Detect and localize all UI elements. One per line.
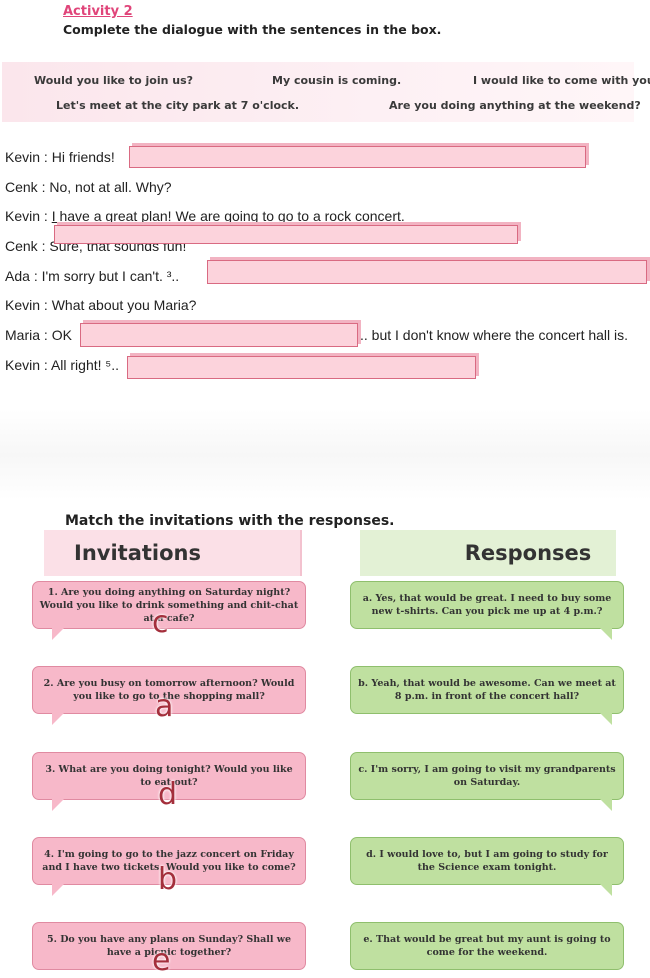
box-sentence: Would you like to join us? xyxy=(34,74,194,87)
answer-blank-5[interactable] xyxy=(127,356,476,379)
dialogue-text: I'm sorry but I can't. ³.. xyxy=(41,268,180,284)
answer-blank-4[interactable] xyxy=(80,323,358,347)
dialogue-line: Maria : OK xyxy=(5,327,72,343)
bubble-tail xyxy=(52,713,64,725)
response-bubble: e. That would be great but my aunt is go… xyxy=(350,922,624,970)
bubble-tail xyxy=(600,713,612,725)
invitation-bubble: 5. Do you have any plans on Sunday? Shal… xyxy=(32,922,306,970)
dialogue-line: Cenk : No, not at all. Why? xyxy=(5,179,172,195)
box-sentence: Are you doing anything at the weekend? xyxy=(389,99,641,112)
dialogue-line: Ada : I'm sorry but I can't. ³.. xyxy=(5,268,179,284)
answer-letter: e xyxy=(152,943,171,978)
invitation-bubble: 2. Are you busy on tomorrow afternoon? W… xyxy=(32,666,306,714)
invitations-header: Invitations xyxy=(44,530,302,576)
answer-letter: c xyxy=(152,605,169,640)
invitation-bubble: 3. What are you doing tonight? Would you… xyxy=(32,752,306,800)
dialogue-line: Kevin : Hi friends! xyxy=(5,149,115,165)
matching-instruction: Match the invitations with the responses… xyxy=(65,513,395,529)
activity-instruction: Complete the dialogue with the sentences… xyxy=(63,22,442,37)
speaker-separator: : xyxy=(33,268,38,284)
dialogue-text: OK xyxy=(51,327,72,343)
box-sentence: My cousin is coming. xyxy=(272,74,402,87)
box-sentence: I would like to come with you. xyxy=(473,74,650,87)
response-bubble: a. Yes, that would be great. I need to b… xyxy=(350,581,624,629)
bubble-tail xyxy=(52,799,64,811)
speaker-separator: : xyxy=(41,179,46,195)
speaker-name: Maria : xyxy=(5,327,48,343)
bubble-tail xyxy=(600,884,612,896)
bubble-tail xyxy=(600,628,612,640)
box-sentence: Let's meet at the city park at 7 o'clock… xyxy=(56,99,300,112)
dialogue-text: I have a great plan! We are going to go … xyxy=(51,208,405,224)
speaker-name: Kevin : xyxy=(5,149,48,165)
speaker-name: Kevin : xyxy=(5,208,48,224)
speaker-name: Kevin : xyxy=(5,297,48,313)
dialogue-text: .. but I don't know where the concert ha… xyxy=(360,327,629,343)
response-bubble: d. I would love to, but I am going to st… xyxy=(350,837,624,885)
answer-blank-2[interactable] xyxy=(54,225,518,244)
invitation-bubble: 1. Are you doing anything on Saturday ni… xyxy=(32,581,306,629)
bubble-tail xyxy=(52,884,64,896)
dialogue-text: Hi friends! xyxy=(51,149,115,165)
answer-letter: b xyxy=(158,862,178,897)
dialogue-text: What about you Maria? xyxy=(51,297,197,313)
speaker-name: Cenk : xyxy=(5,238,46,254)
invitation-bubble: 4. I'm going to go to the jazz concert o… xyxy=(32,837,306,885)
answer-blank-1[interactable] xyxy=(129,146,586,168)
response-bubble: b. Yeah, that would be awesome. Can we m… xyxy=(350,666,624,714)
activity-title: Activity 2 xyxy=(63,4,133,19)
answer-blank-3[interactable] xyxy=(207,260,647,284)
answer-letter: a xyxy=(155,689,174,724)
responses-header: Responses xyxy=(360,530,616,576)
sentence-box: Would you like to join us? My cousin is … xyxy=(2,62,650,122)
dialogue-line: Kevin : What about you Maria? xyxy=(5,297,196,313)
bubble-tail xyxy=(600,799,612,811)
speaker-name: Ada xyxy=(5,268,30,284)
dialogue-text: No, not at all. Why? xyxy=(49,179,172,195)
blurred-area xyxy=(0,410,650,500)
dialogue-text: All right! ⁵.. xyxy=(50,357,119,373)
answer-letter: d xyxy=(158,777,178,812)
dialogue-line: Kevin : I have a great plan! We are goin… xyxy=(5,208,405,224)
response-bubble: c. I'm sorry, I am going to visit my gra… xyxy=(350,752,624,800)
speaker-name: Kevin : xyxy=(5,357,48,373)
dialogue-line: Kevin : All right! ⁵.. xyxy=(5,357,119,373)
speaker-name: Cenk xyxy=(5,179,38,195)
bubble-tail xyxy=(52,628,64,640)
